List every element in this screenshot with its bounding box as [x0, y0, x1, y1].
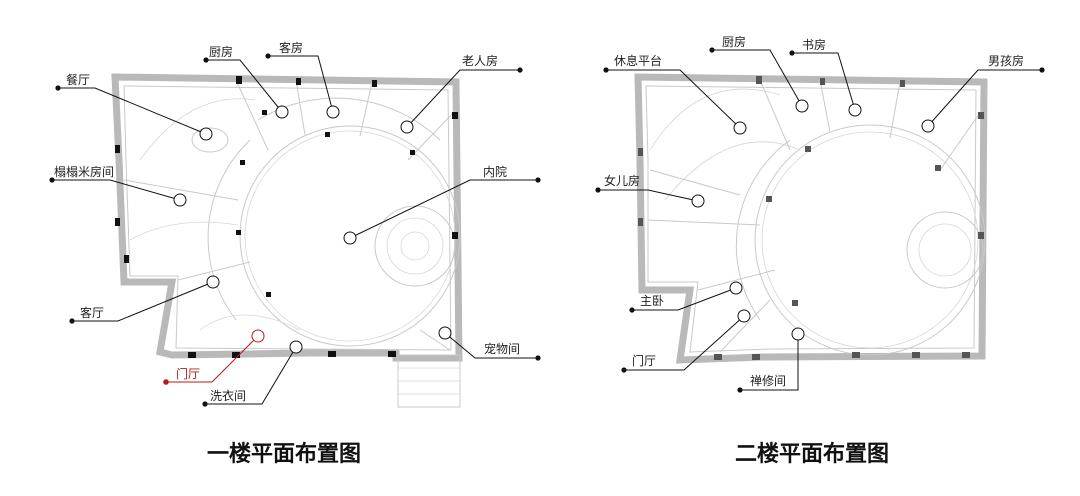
plan2-void-inner [761, 131, 979, 349]
plan1-partition-4 [407, 109, 457, 161]
label-kitchen-1f: 厨房 [209, 44, 233, 59]
plan2-void-circle [754, 124, 986, 356]
plan1-callouts [49, 53, 541, 407]
plan1-dining-table [191, 127, 229, 153]
second-floor-plan: 休息平台 厨房 书房 男孩房 女儿房 主卧 门厅 禅修间 二楼平面布置图 [595, 34, 1045, 467]
label-foyer-1f: 门厅 [176, 366, 200, 381]
plan2-callouts [595, 47, 1045, 393]
label-elder-room: 老人房 [462, 53, 498, 68]
plan2-partition-2 [819, 79, 831, 133]
plan1-partition-arc [129, 221, 239, 241]
plan1-partition-2 [295, 79, 306, 136]
plan2-partition-1 [759, 79, 791, 151]
label-laundry: 洗衣间 [210, 388, 246, 403]
plan2-outer-wall [634, 73, 988, 364]
caption-second-floor: 二楼平面布置图 [735, 441, 889, 467]
plan2-partition-5 [647, 219, 761, 226]
plan2-lounge-arc [649, 88, 781, 151]
first-floor-plan: 厨房 客房 老人房 餐厅 榻榻米房间 内院 客厅 宠物间 门厅 洗衣间 一楼平面… [49, 40, 541, 467]
label-study: 书房 [802, 37, 826, 52]
plan1-dining-arc [139, 98, 256, 161]
label-girl-room: 女儿房 [604, 173, 640, 188]
label-kitchen-2f: 厨房 [722, 34, 746, 49]
plan1-inner-outline [123, 85, 452, 351]
plan1-foyer-arc [199, 314, 301, 331]
label-courtyard: 内院 [483, 165, 507, 179]
plan1-partition-1 [235, 79, 269, 151]
label-guest-room: 客房 [279, 40, 303, 55]
plan1-outer-wall [111, 73, 463, 362]
plan2-partition-4 [939, 109, 983, 171]
plan2-stair-inner [918, 223, 972, 277]
label-living: 客厅 [80, 305, 104, 320]
plan2-partition-3 [889, 81, 901, 139]
plan1-ring-wall-north [257, 97, 441, 141]
plan1-partition-3 [359, 81, 373, 137]
plan2-partition-7 [719, 299, 771, 353]
label-master: 主卧 [640, 294, 664, 308]
plan1-courtyard-circle [239, 125, 461, 347]
caption-first-floor: 一楼平面布置图 [207, 441, 361, 467]
plan1-stair-core [400, 231, 430, 261]
label-dining: 餐厅 [66, 72, 90, 87]
plan2-partition-8 [649, 169, 741, 196]
label-tatami: 榻榻米房间 [54, 164, 114, 179]
plan2-lounge-arc-2 [664, 141, 801, 201]
plan1-ring-wall-west [207, 139, 251, 321]
plan2-spiral-stair [906, 211, 984, 289]
plan1-partition-5 [123, 179, 239, 201]
label-foyer-2f: 门厅 [632, 353, 656, 368]
plan1-stair-inner [386, 217, 444, 275]
plan2-inner-outline [645, 85, 977, 353]
label-zen-room: 禅修间 [750, 373, 786, 388]
plan1-partition-6 [177, 261, 251, 281]
plan2-columns [638, 76, 984, 360]
plan2-ring-wall-west [735, 139, 791, 321]
plan1-spiral-stair [374, 205, 456, 287]
plan1-columns [115, 76, 458, 358]
label-lounge: 休息平台 [614, 53, 662, 68]
plan2-partition-6 [697, 269, 776, 291]
label-pet-room: 宠物间 [484, 341, 520, 356]
label-boy-room: 男孩房 [988, 53, 1024, 68]
plan1-partition-7 [419, 329, 451, 351]
